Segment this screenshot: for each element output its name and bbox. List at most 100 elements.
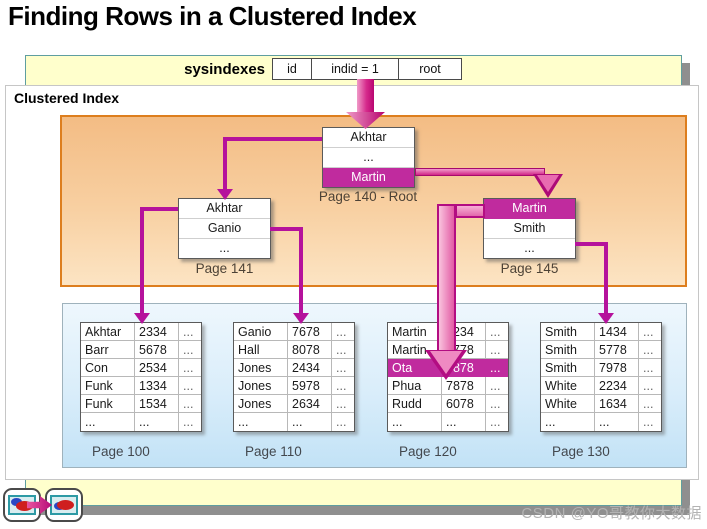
leaf-cell: ...: [595, 413, 639, 431]
index-entry: Martin: [323, 168, 414, 187]
leaf-cell: Akhtar: [81, 323, 135, 341]
leaf-cell: 7678: [288, 323, 332, 341]
leaf-cell: 8078: [288, 341, 332, 359]
arrow-page145-to-page130-hline: [575, 242, 608, 246]
leaf-cell: White: [541, 377, 595, 395]
leaf-cell: ...: [179, 323, 201, 341]
leaf-cell: Jones: [234, 395, 288, 413]
leaf-cell: Hall: [234, 341, 288, 359]
page130-label: Page 130: [552, 444, 610, 459]
index-entry: ...: [179, 239, 270, 258]
clustered-index-label: Clustered Index: [14, 90, 120, 106]
arrow-page141-to-page110-hline: [270, 227, 303, 231]
sysindexes-cell: root: [398, 58, 462, 80]
index-entry: Ganio: [179, 219, 270, 239]
leaf-cell: ...: [643, 415, 654, 429]
leaf-cell: ...: [332, 359, 354, 377]
leaf-cell: 2534: [135, 359, 179, 377]
leaf-cell: ...: [639, 323, 661, 341]
arrow-page141-to-page100-vline: [140, 207, 144, 315]
arrow-page141-to-page110-head: [293, 313, 309, 324]
leaf-cell: Ganio: [234, 323, 288, 341]
leaf-cell: ...: [639, 359, 661, 377]
leaf-cell: 1534: [135, 395, 179, 413]
leaf-cell: 1334: [135, 377, 179, 395]
arrow-page145-to-page120-hbar: [455, 204, 485, 218]
arrow-page145-to-page130-head: [598, 313, 614, 324]
leaf-cell: 7878: [442, 377, 486, 395]
leaf-cell: 5778: [595, 341, 639, 359]
leaf-cell: ...: [336, 415, 347, 429]
leaf-cell: 2634: [288, 395, 332, 413]
leaf-cell: 5978: [288, 377, 332, 395]
leaf-cell: ...: [179, 377, 201, 395]
leaf-cell: Jones: [234, 359, 288, 377]
root-page-label: Page 140 - Root: [318, 189, 418, 204]
arrow-page141-to-page100-head: [134, 313, 150, 324]
leaf-cell: White: [541, 395, 595, 413]
clustered-table-icon: [45, 488, 83, 522]
leaf-cell: Barr: [81, 341, 135, 359]
leaf-cell: 2434: [288, 359, 332, 377]
leaf-cell: ...: [81, 413, 135, 431]
leaf-cell: 2234: [595, 377, 639, 395]
leaf-cell: ...: [639, 341, 661, 359]
leaf-cell: Funk: [81, 377, 135, 395]
leaf-cell: ...: [179, 395, 201, 413]
leaf-cell: ...: [332, 341, 354, 359]
leaf-cell: ...: [486, 377, 508, 395]
arrow-root-to-page141-vline: [223, 137, 227, 192]
index-entry: Smith: [484, 219, 575, 239]
leaf-cell: Funk: [81, 395, 135, 413]
sysindexes-cell: id: [272, 58, 312, 80]
leaf-cell: ...: [179, 341, 201, 359]
leaf-cell: 2334: [135, 323, 179, 341]
arrow-root-to-page145-hbar: [415, 168, 545, 176]
leaf-cell: ...: [332, 323, 354, 341]
arrow-root-to-page141-hline: [225, 137, 322, 141]
leaf-cell: ...: [541, 413, 595, 431]
slide-title: Finding Rows in a Clustered Index: [8, 1, 417, 31]
page100-label: Page 100: [92, 444, 150, 459]
leaf-cell: ...: [486, 323, 508, 341]
page120-label: Page 120: [399, 444, 457, 459]
index-entry: ...: [484, 239, 575, 258]
index-entry: Martin: [484, 199, 575, 219]
leaf-cell: ...: [486, 359, 508, 377]
arrow-page141-to-page100-hline: [142, 207, 178, 211]
leaf-cell: Smith: [541, 341, 595, 359]
arrow-page145-to-page130-vline: [604, 242, 608, 315]
leaf-cell: 6078: [442, 395, 486, 413]
leaf-cell: Martin: [388, 323, 442, 341]
leaf-cell: ...: [490, 415, 501, 429]
arrow-root-to-page141-head: [217, 189, 233, 200]
leaf-cell: ...: [288, 413, 332, 431]
leaf-cell: ...: [179, 359, 201, 377]
leaf-cell: ...: [388, 413, 442, 431]
arrow-page145-to-page120-head: [430, 351, 462, 374]
leaf-cell: Con: [81, 359, 135, 377]
clustered-table-icon-inner: [50, 495, 78, 515]
blue-blob-icon: [11, 498, 22, 506]
page145-label: Page 145: [500, 261, 559, 276]
index-entry: Akhtar: [179, 199, 270, 219]
arrow-page141-to-page110-vline: [299, 227, 303, 315]
page141-label: Page 141: [195, 261, 254, 276]
leaf-cell: Phua: [388, 377, 442, 395]
leaf-cell: ...: [135, 413, 179, 431]
page110-label: Page 110: [245, 444, 302, 459]
leaf-cell: ...: [486, 395, 508, 413]
leaf-cell: Smith: [541, 359, 595, 377]
leaf-cell: ...: [332, 377, 354, 395]
leaf-cell: ...: [442, 413, 486, 431]
arrow-page145-to-page120-vbar: [437, 204, 456, 352]
leaf-cell: 5678: [135, 341, 179, 359]
watermark: CSDN @YO哥教你大数据: [521, 505, 702, 522]
